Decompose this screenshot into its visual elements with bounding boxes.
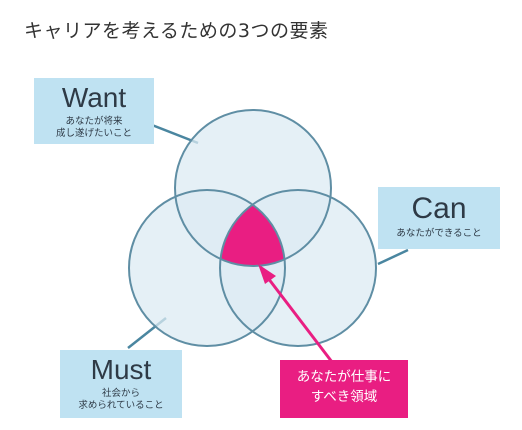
must-description-line2: 求められていること <box>78 400 164 412</box>
must-label: Must <box>90 354 152 385</box>
target-callout-line2: すべき領域 <box>310 388 378 405</box>
must-description-line1: 社会から <box>101 388 140 399</box>
must-circle-outline <box>128 189 286 347</box>
target-callout-box: あなたが仕事に すべき領域 <box>280 360 408 418</box>
want-circle-outline <box>174 109 332 267</box>
can-label: Can <box>411 192 467 225</box>
must-label-box: Must 社会から 求められていること <box>60 350 182 418</box>
target-callout-line1: あなたが仕事に <box>296 369 392 385</box>
want-label: Want <box>61 82 127 113</box>
can-connector-line <box>377 248 409 266</box>
can-label-box: Can あなたができること <box>378 187 500 249</box>
overlap-highlight <box>220 190 285 266</box>
want-label-box: Want あなたが将来 成し遂げたいこと <box>34 78 154 144</box>
want-description-line1: あなたが将来 <box>65 116 123 127</box>
diagram-title: キャリアを考えるための3つの要素 <box>24 20 329 42</box>
can-description: あなたができること <box>396 228 482 239</box>
target-arrow-head <box>258 264 276 284</box>
can-circle-outline <box>219 189 377 347</box>
want-description-line2: 成し遂げたいこと <box>55 128 132 140</box>
target-arrow-line <box>266 277 334 363</box>
